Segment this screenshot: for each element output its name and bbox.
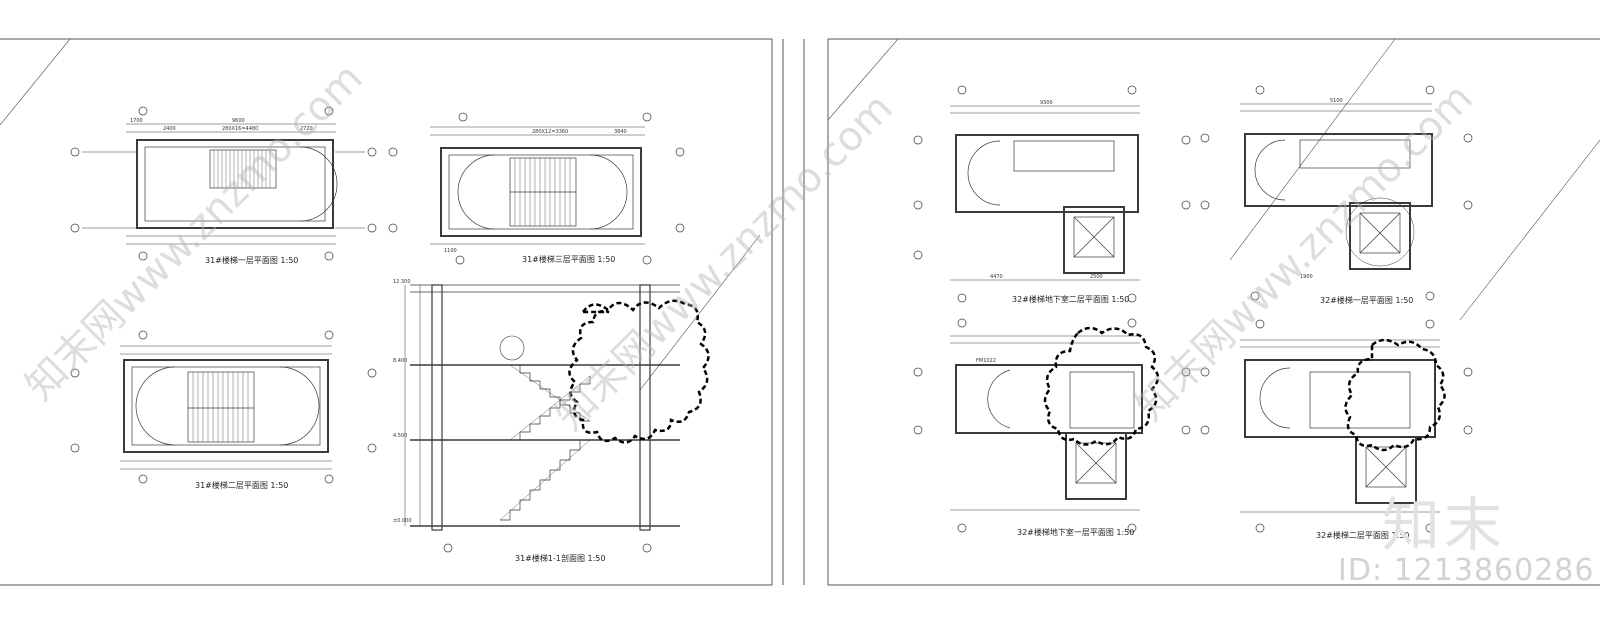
svg-text:2400: 2400 (163, 126, 176, 132)
brand-logo: 知末 (1382, 491, 1507, 559)
svg-text:9600: 9600 (232, 118, 245, 124)
plan-32-basement2-title: 32#楼梯地下室二层平面图 1:50 (1012, 294, 1129, 304)
image-id-label: ID: 1213860286 (1338, 553, 1595, 588)
svg-text:1100: 1100 (444, 248, 457, 254)
section-31-1-1 (404, 284, 680, 553)
left-sheet-dimensions: 9600 2400 280X16=4480 2720 280X12=3360 3… (130, 118, 627, 254)
plan-31-floor3 (388, 112, 685, 265)
svg-text:2720: 2720 (300, 126, 313, 132)
svg-text:3840: 3840 (614, 129, 627, 135)
plan-32-floor2-title: 32#楼梯二层平面图 1:50 (1316, 530, 1409, 540)
svg-text:8.400: 8.400 (393, 358, 407, 364)
section-level-labels: 12.300 8.400 4.500 ±0.000 (393, 279, 412, 524)
svg-text:12.300: 12.300 (393, 279, 411, 285)
right-sheet-dimensions: 9300 5100 4470 2500 1900 FM1022 (976, 98, 1343, 364)
svg-text:9300: 9300 (1040, 100, 1053, 106)
plan-32-floor1 (1200, 85, 1473, 301)
svg-text:FM1022: FM1022 (976, 358, 996, 364)
plan-32-basement1-title: 32#楼梯地下室一层平面图 1:50 (1017, 527, 1134, 537)
svg-text:5100: 5100 (1330, 98, 1343, 104)
svg-text:4.500: 4.500 (393, 433, 407, 439)
sheet-borders (0, 38, 1600, 586)
plan-32-floor1-title: 32#楼梯一层平面图 1:50 (1320, 295, 1413, 305)
svg-text:280X12=3360: 280X12=3360 (532, 129, 568, 135)
plan-32-floor2 (1200, 319, 1473, 533)
svg-text:±0.000: ±0.000 (393, 518, 412, 524)
plan-31-floor1 (70, 106, 377, 261)
svg-text:1700: 1700 (130, 118, 143, 124)
plan-32-basement2 (913, 85, 1191, 303)
svg-text:280X16=4480: 280X16=4480 (222, 126, 258, 132)
svg-text:1900: 1900 (1300, 274, 1313, 280)
plan-31-floor2-title: 31#楼梯二层平面图 1:50 (195, 480, 288, 490)
svg-text:2500: 2500 (1090, 274, 1103, 280)
plan-32-basement1 (913, 318, 1191, 533)
plan-31-floor3-title: 31#楼梯三层平面图 1:50 (522, 254, 615, 264)
revision-cloud-right-1 (1043, 326, 1160, 446)
plan-31-floor2 (70, 330, 377, 484)
section-31-title: 31#楼梯1-1剖面图 1:50 (515, 553, 605, 563)
revision-cloud-right-2 (1344, 338, 1446, 452)
revision-cloud-left (568, 299, 710, 444)
plan-31-floor1-title: 31#楼梯一层平面图 1:50 (205, 255, 298, 265)
svg-text:4470: 4470 (990, 274, 1003, 280)
